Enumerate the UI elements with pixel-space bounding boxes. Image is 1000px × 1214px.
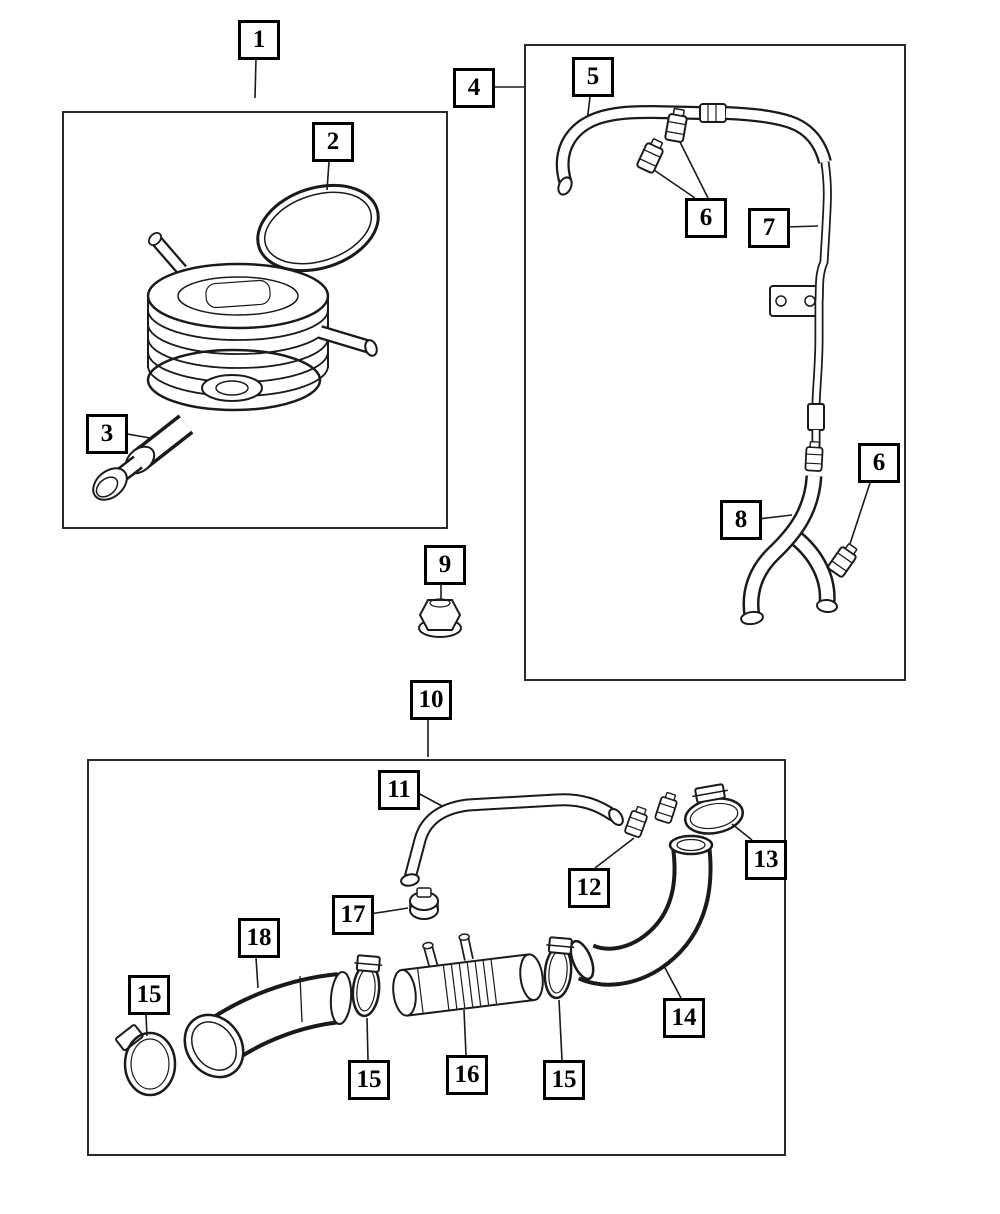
callout-10[interactable]: 10 (410, 680, 452, 720)
callout-18[interactable]: 18 (238, 918, 280, 958)
callout-15-c[interactable]: 15 (543, 1060, 585, 1100)
callout-13[interactable]: 13 (745, 840, 787, 880)
connector-fitting-drawing (92, 414, 194, 501)
callout-4[interactable]: 4 (453, 68, 495, 108)
callout-12[interactable]: 12 (568, 868, 610, 908)
callout-11[interactable]: 11 (378, 770, 420, 810)
clamp-15-left-drawing (115, 1024, 177, 1097)
callout-6-a[interactable]: 6 (685, 198, 727, 238)
clamp-17-drawing (409, 887, 439, 920)
hose-assembly-panel (524, 44, 906, 681)
callout-7[interactable]: 7 (748, 208, 790, 248)
callout-16[interactable]: 16 (446, 1055, 488, 1095)
callout-14[interactable]: 14 (663, 998, 705, 1038)
flange-nut-drawing (418, 598, 462, 638)
callout-15-b[interactable]: 15 (348, 1060, 390, 1100)
tube-bracket-drawing (769, 285, 823, 317)
callout-17[interactable]: 17 (332, 895, 374, 935)
water-tube-16-drawing (392, 933, 544, 1017)
bypass-hose-11-drawing (400, 793, 624, 887)
callout-9[interactable]: 9 (424, 545, 466, 585)
oil-cooler-drawing (146, 232, 378, 412)
callout-8[interactable]: 8 (720, 500, 762, 540)
clamp-13-drawing (684, 783, 744, 835)
callout-3[interactable]: 3 (86, 414, 128, 454)
callout-6-b[interactable]: 6 (858, 443, 900, 483)
callout-1[interactable]: 1 (238, 20, 280, 60)
gasket-seal-drawing (256, 183, 380, 273)
callout-15-a[interactable]: 15 (128, 975, 170, 1015)
upper-hose-drawing (555, 103, 832, 196)
lower-hose-8-drawing (740, 475, 838, 626)
callout-5[interactable]: 5 (572, 57, 614, 97)
elbow-hose-14-drawing (569, 834, 714, 987)
callout-2[interactable]: 2 (312, 122, 354, 162)
inlet-hose-18-drawing (183, 971, 353, 1079)
